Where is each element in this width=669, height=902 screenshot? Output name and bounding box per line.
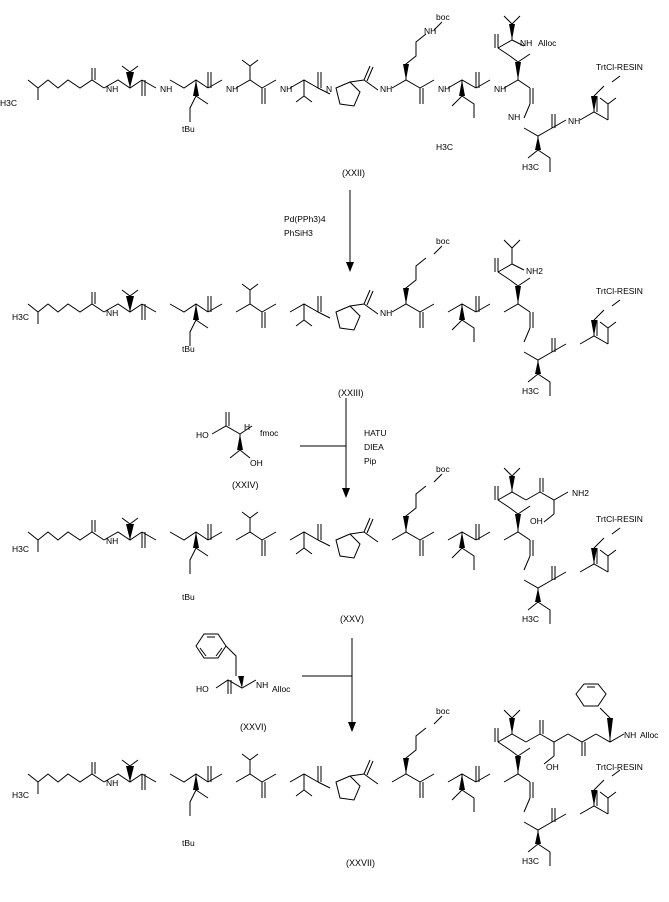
reagent-pip: Pip [364, 456, 377, 466]
reagent-pd: Pd(PPh3)4 [284, 214, 326, 224]
atom-label-nh: NH [280, 84, 292, 94]
boc-label: boc [436, 464, 450, 474]
atom-label-nh: NH [380, 308, 392, 318]
atom-label-nh: NH [106, 308, 118, 318]
alloc-label: Alloc [538, 38, 557, 48]
atom-label-nh: NH [380, 84, 392, 94]
resin-label: TrtCl-RESIN [596, 286, 643, 296]
atom-label-nh: NH [106, 778, 118, 788]
atom-label-nh: NH [494, 84, 506, 94]
atom-label-nh: NH [520, 38, 532, 48]
otbu-label: tBu [182, 592, 195, 602]
compound-id-xxv: (XXV) [340, 614, 364, 624]
compound-id-xxvii: (XXVII) [346, 858, 375, 868]
atom-label-h3c: H3C [12, 790, 29, 800]
nh2-label: NH2 [526, 266, 543, 276]
compound-xxvii: H3C boc NH Alloc OH TrtCl-RESIN tBu NH H… [12, 683, 659, 868]
compound-id-xxiii: (XXIII) [338, 388, 364, 398]
nh2-label: NH2 [572, 488, 589, 498]
arrow-head [342, 488, 350, 498]
oh-label: OH [530, 516, 543, 526]
atom-label-h3c: H3C [522, 162, 539, 172]
atom-label-h3c: H3C [522, 386, 539, 396]
otbu-label: tBu [182, 838, 195, 848]
reagent-phsih3: PhSiH3 [284, 228, 313, 238]
otbu-label: tBu [182, 344, 195, 354]
compound-xxiii: H3C boc NH2 TrtCl-RESIN tBu NH NH H3C (X… [12, 236, 643, 398]
atom-label-nh: NH [160, 84, 172, 94]
atom-label-h3c: H3C [522, 614, 539, 624]
alloc-label: Alloc [272, 684, 291, 694]
atom-label-h3c: H3C [0, 98, 17, 108]
atom-label-h3c: H3C [12, 544, 29, 554]
fmoc-label: fmoc [260, 428, 279, 438]
ho-label: HO [196, 684, 209, 694]
ho-label: HO [196, 430, 209, 440]
oh-label: OH [250, 458, 263, 468]
compound-id-xxvi: (XXVI) [240, 722, 267, 732]
atom-label-h: H [244, 422, 250, 432]
atom-label-nh: NH [106, 84, 118, 94]
atom-label-nh: NH [508, 112, 520, 122]
alloc-label: Alloc [640, 730, 659, 740]
resin-label: TrtCl-RESIN [596, 62, 643, 72]
oh-label: OH [546, 762, 559, 772]
atom-label-nh: NH [568, 116, 580, 126]
atom-label-h3c: H3C [12, 312, 29, 322]
otbu-label: tBu [182, 124, 195, 134]
atom-label-nh: NH [106, 536, 118, 546]
boc-label: boc [436, 236, 450, 246]
compound-id-xxiv: (XXIV) [232, 480, 259, 490]
arrow-head [346, 262, 354, 272]
boc-label: boc [436, 706, 450, 716]
reagent-hatu: HATU [364, 428, 387, 438]
compound-xxvi: HO NH Alloc (XXVI) [195, 633, 291, 732]
resin-label: TrtCl-RESIN [596, 514, 643, 524]
compound-xxiv: HO H fmoc OH (XXIV) [196, 412, 279, 490]
compound-xxv: H3C boc NH2 OH TrtCl-RESIN tBu NH H3C (X… [12, 464, 643, 625]
reagent-diea: DIEA [364, 442, 384, 452]
atom-label-nh: NH [226, 84, 238, 94]
atom-label-h3c: H3C [522, 856, 539, 866]
compound-xxii: H3C NH NH NH NH N NH NH boc NH NH NH NH … [0, 12, 643, 178]
atom-label-nh: NH [424, 26, 436, 36]
atom-label-nh: NH [438, 84, 450, 94]
atom-label-h3c: H3C [436, 142, 453, 152]
boc-label: boc [436, 12, 450, 22]
arrow-head [348, 722, 356, 732]
atom-label-nh: NH [624, 730, 636, 740]
compound-id-xxii: (XXII) [342, 168, 365, 178]
atom-label-n: N [326, 84, 332, 94]
resin-label: TrtCl-RESIN [596, 762, 643, 772]
atom-label-nh: NH [256, 680, 268, 690]
